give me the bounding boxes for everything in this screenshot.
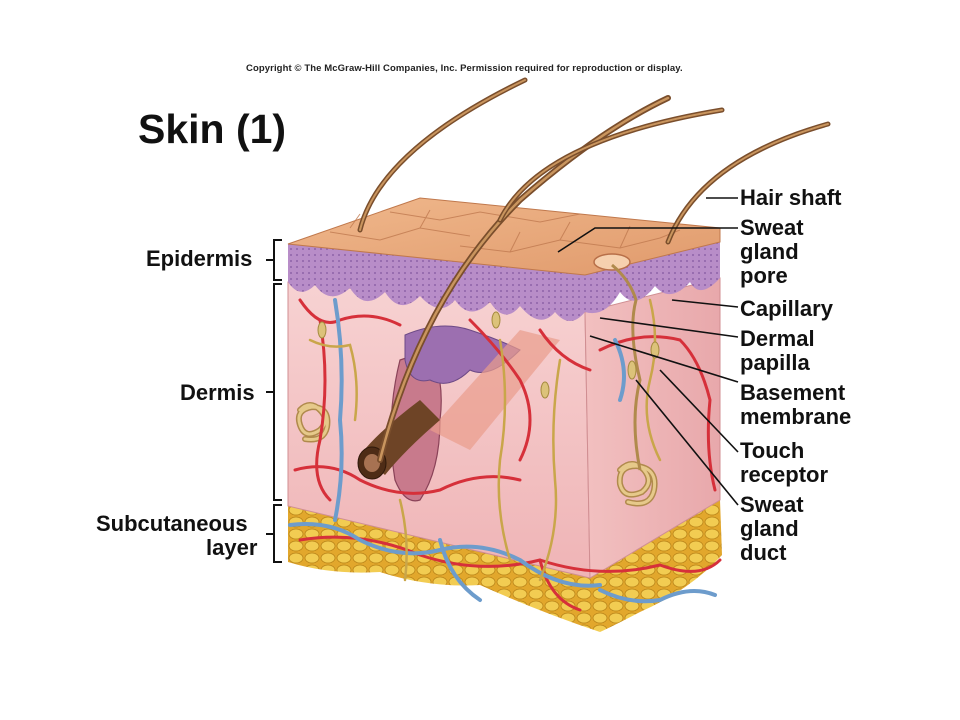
label-sweat-gland-pore-2: gland — [740, 239, 799, 264]
surface-creases — [329, 209, 681, 253]
leader-basement-membrane — [589, 335, 739, 383]
label-dermal-papilla-2: papilla — [740, 350, 810, 375]
subcutaneous-bracket — [266, 504, 282, 563]
label-hair-shaft: Hair shaft — [740, 185, 842, 210]
hairs — [357, 77, 831, 463]
label-basement-membrane-1: Basement — [740, 380, 846, 405]
epidermis-side — [585, 242, 720, 314]
epidermis-front — [288, 244, 585, 321]
label-basement-membrane-2: membrane — [740, 404, 852, 429]
label-sweat-gland-pore-3: pore — [740, 263, 788, 288]
label-capillary: Capillary — [740, 296, 833, 321]
veins — [288, 298, 717, 604]
label-touch-receptor-1: Touch — [740, 438, 805, 463]
leader-lines — [557, 197, 739, 506]
leader-sweat-gland-duct — [635, 379, 739, 506]
epidermis-bracket — [266, 239, 282, 281]
page-title: Skin (1) — [138, 106, 287, 152]
touch-receptors — [317, 311, 660, 399]
nerves — [308, 298, 662, 582]
leader-dermal-papilla — [599, 317, 739, 338]
leader-touch-receptor — [659, 369, 739, 453]
label-sweat-gland-duct-1: Sweat — [740, 492, 804, 517]
sweat-gland-coil-left — [295, 402, 331, 443]
label-sweat-gland-pore-1: Sweat — [740, 215, 804, 240]
sweat-pore — [593, 253, 631, 271]
arteries — [293, 298, 722, 612]
left-brackets — [266, 239, 282, 563]
copyright-notice: Copyright © The McGraw-Hill Companies, I… — [246, 63, 683, 74]
sweat-gland-duct — [611, 263, 642, 471]
label-subcutaneous-line1: Subcutaneous — [96, 511, 248, 536]
leader-capillary — [671, 299, 739, 308]
label-dermal-papilla-1: Dermal — [740, 326, 815, 351]
sweat-gland-coil-right — [616, 461, 658, 507]
leader-sweat-pore — [557, 227, 738, 253]
label-subcutaneous-line2: layer — [206, 535, 258, 560]
label-epidermis: Epidermis — [146, 246, 253, 271]
dermis-bracket — [266, 283, 282, 501]
label-dermis: Dermis — [180, 380, 255, 405]
label-sweat-gland-duct-3: duct — [740, 540, 787, 565]
label-touch-receptor-2: receptor — [740, 462, 829, 487]
label-sweat-gland-duct-2: gland — [740, 516, 799, 541]
